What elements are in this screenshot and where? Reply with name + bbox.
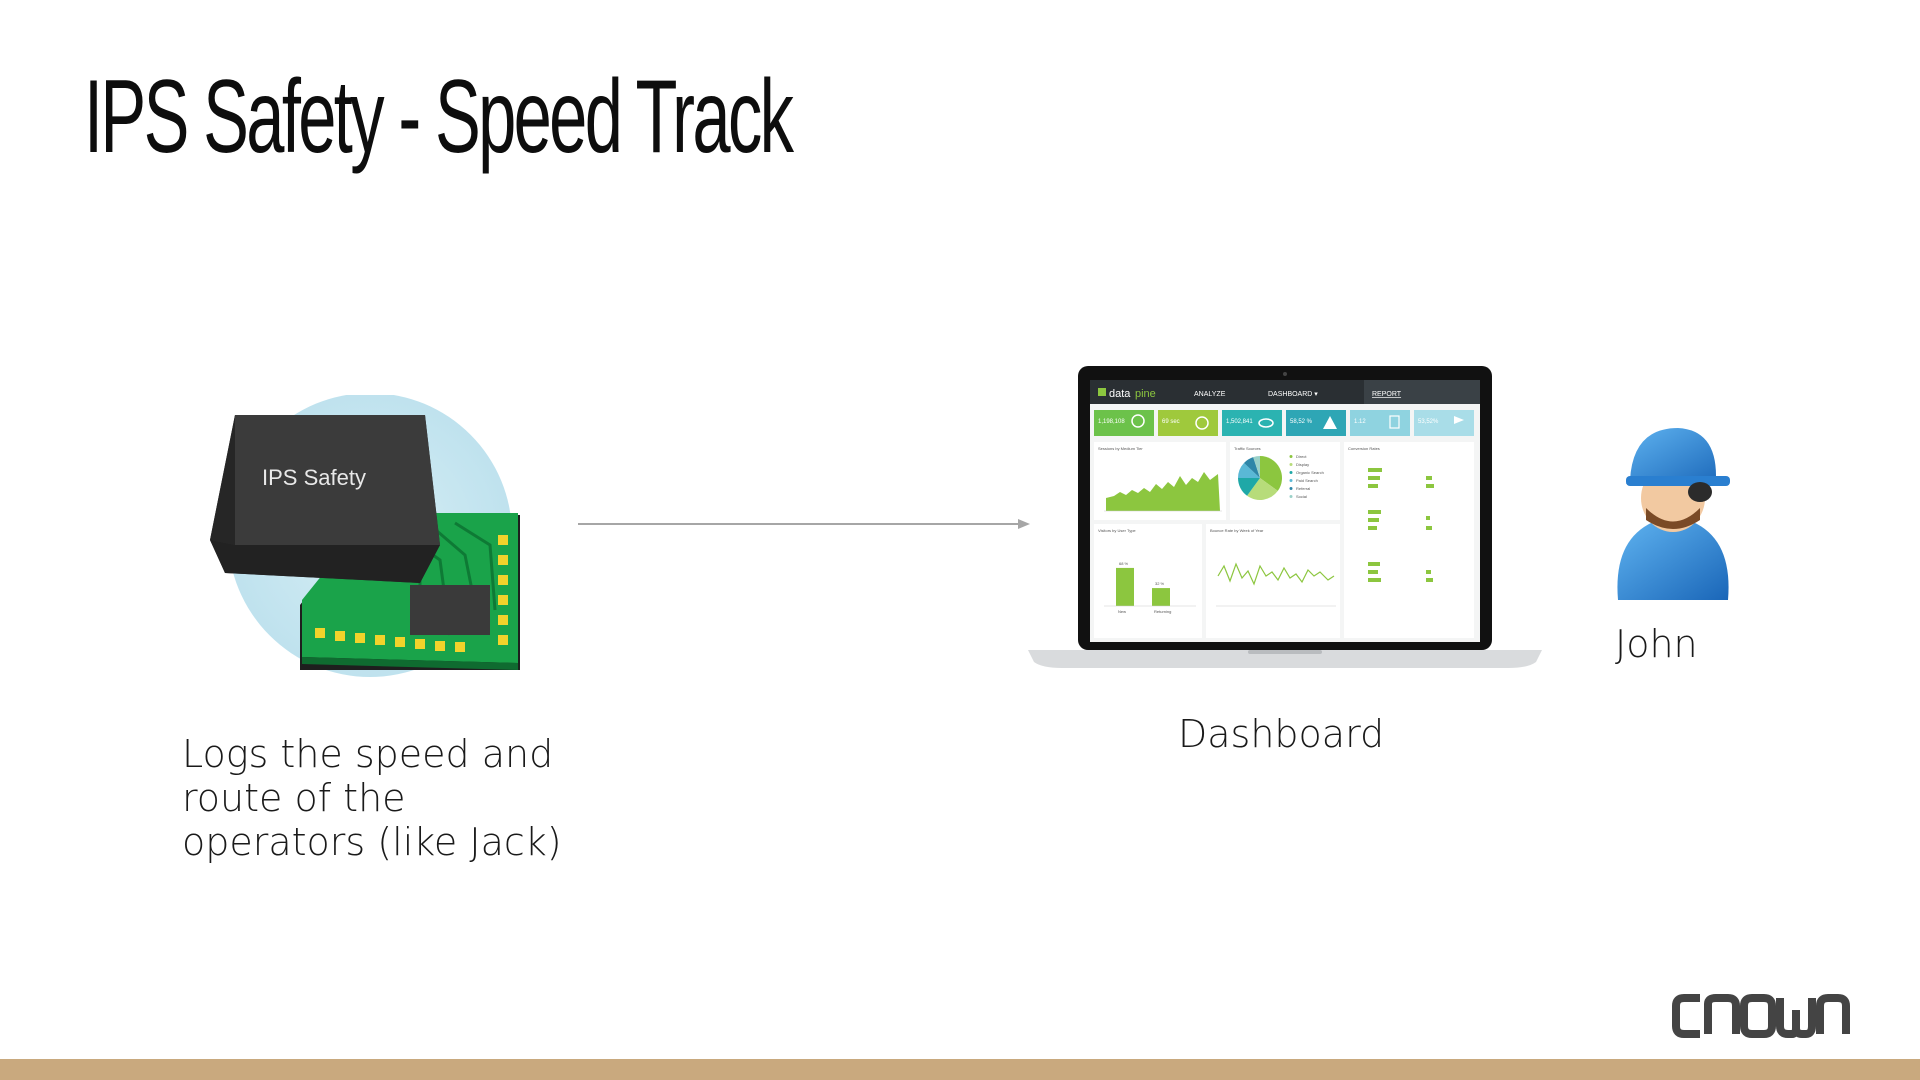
visitor-bar-value: 32 % [1155, 581, 1165, 586]
legend-label: Organic Search [1296, 470, 1324, 475]
kpi-value: 69 sec [1162, 419, 1180, 425]
conversion-bars [1368, 468, 1434, 582]
kpi-value: 1,502,841 [1226, 419, 1253, 425]
panel-title: Sessions by Medium Tier [1098, 446, 1143, 451]
legend-label: Social [1296, 494, 1307, 499]
kpi-value: 1.12 [1354, 419, 1366, 425]
kpi-value: 58,52 % [1290, 419, 1313, 425]
chip-label: IPS Safety [262, 465, 366, 490]
pie-slice [1243, 457, 1260, 478]
eye-icon [1258, 418, 1274, 428]
dashboard-brand-left: data [1109, 388, 1131, 400]
footer-bar [0, 1059, 1920, 1080]
chip-module [210, 415, 440, 583]
legend-swatch [1289, 455, 1293, 458]
chip-caption: Logs the speed and route of the operator… [182, 732, 622, 864]
pie-slice [1253, 456, 1260, 478]
legend-label: Display [1296, 462, 1309, 467]
visitor-bar [1152, 588, 1170, 606]
flag-icon [1454, 416, 1464, 424]
chip-caption-line: Logs the speed and [182, 732, 554, 776]
kpi-value: 53,52% [1418, 419, 1439, 425]
clock-icon [1195, 416, 1209, 430]
visitor-bar-value: 68 % [1119, 561, 1129, 566]
visitor-bar-label: New [1118, 609, 1126, 614]
panel-title: Visitors by User Type [1098, 528, 1136, 533]
pie-slice [1260, 456, 1282, 491]
panel-title: Conversion Rates [1348, 446, 1380, 451]
ips-safety-chip-image: IPS Safety [210, 395, 520, 677]
bounce-rate-line-chart [1217, 562, 1335, 586]
chip-caption-line: route of the [182, 776, 406, 820]
chip-caption-line: operators (like Jack) [182, 820, 562, 864]
panel-title: Bounce Rate by Week of Year [1210, 528, 1264, 533]
warning-icon [1323, 416, 1337, 429]
legend-swatch [1289, 487, 1293, 490]
user-icon [1131, 414, 1145, 428]
visitor-bar [1116, 567, 1134, 606]
laptop-base [1028, 650, 1542, 668]
legend-label: Referral [1296, 486, 1310, 491]
visitor-bar-label: Returning [1154, 609, 1171, 614]
worker-avatar [1617, 428, 1730, 600]
user-name: John [1615, 622, 1698, 666]
worker-body [1617, 522, 1729, 600]
panel-title: Traffic Sources [1234, 446, 1261, 451]
flow-arrow [578, 519, 1030, 529]
legend-label: Paid Search [1296, 478, 1318, 483]
legend-swatch [1289, 471, 1293, 474]
document-icon [1389, 415, 1400, 429]
slide-title: IPS Safety - Speed Track [84, 59, 794, 175]
legend-swatch [1289, 463, 1293, 466]
dashboard-nav-dashboard: DASHBOARD ▾ [1268, 391, 1318, 398]
pie-slice [1238, 478, 1260, 496]
crown-logo [1672, 994, 1850, 1038]
dashboard-kpi-row: 1,198,108 69 sec 1,502,841 58,52 % 1.12 … [1094, 410, 1474, 436]
legend-swatch [1289, 495, 1293, 498]
legend-swatch [1289, 479, 1293, 482]
visitors-bar-chart: 68 % New 32 % Returning [1104, 561, 1196, 614]
traffic-pie-chart [1238, 456, 1282, 500]
legend-label: Direct [1296, 454, 1307, 459]
kpi-value: 1,198,108 [1098, 419, 1125, 425]
dashboard-nav-analyze: ANALYZE [1194, 391, 1226, 398]
pie-slice [1247, 478, 1278, 500]
sessions-area-chart [1106, 472, 1220, 511]
hard-hat-icon [1626, 428, 1726, 484]
pie-slice [1238, 462, 1260, 478]
laptop-dashboard-image: data pine ANALYZE DASHBOARD ▾ REPORT 1,1… [1028, 366, 1542, 668]
dashboard-nav-report: REPORT [1372, 391, 1402, 398]
dashboard-caption: Dashboard [1178, 712, 1385, 756]
dashboard-brand-right: pine [1135, 388, 1156, 400]
